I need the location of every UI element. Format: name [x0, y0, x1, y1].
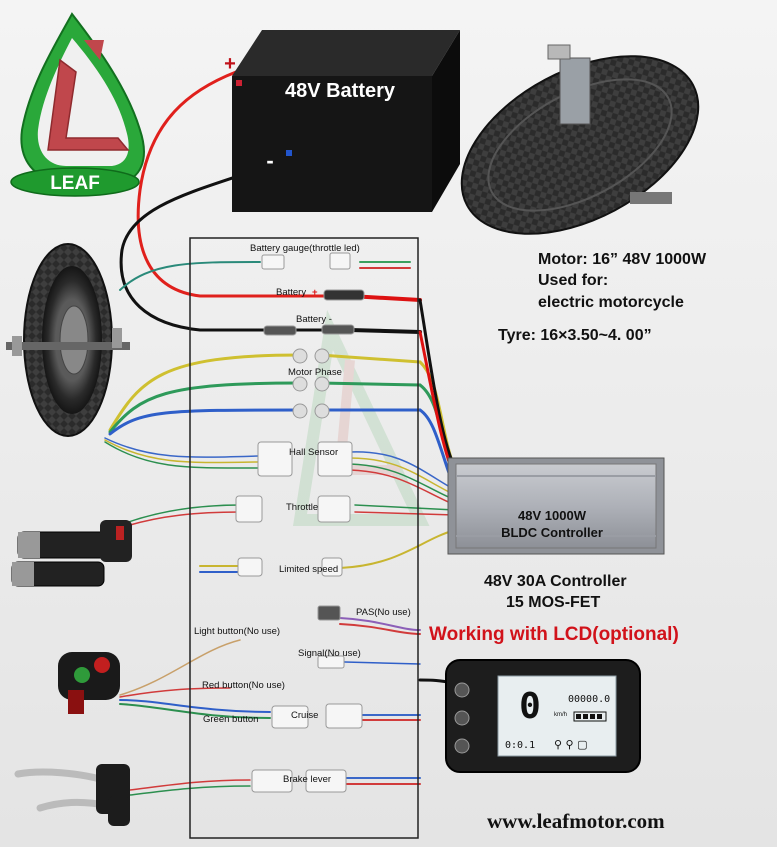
label-hall-sensor: Hall Sensor [289, 447, 338, 458]
hub-motor-wheel-small [6, 243, 130, 437]
lcd-trip: 0:0.1 [505, 740, 535, 751]
connectors [235, 252, 365, 793]
label-green-button: Green button [203, 714, 258, 725]
controller-box-line1: 48V 1000W [518, 508, 587, 523]
label-battery-plus: Battery [276, 287, 306, 298]
label-battery-gauge: Battery gauge(throttle led) [250, 243, 360, 254]
lcd-speed: 0 [519, 686, 541, 727]
handlebar-switch [58, 652, 120, 714]
label-light-button: Light button(No use) [194, 626, 280, 637]
wires [104, 70, 458, 796]
bldc-controller: 48V 1000W BLDC Controller [447, 457, 665, 555]
lcd-battery-bar [573, 711, 607, 722]
connector-labels: Battery gauge(throttle led) Battery + Ba… [194, 243, 411, 785]
label-signal: Signal(No use) [298, 648, 361, 659]
brake-lever [14, 764, 130, 826]
motor-spec-line3: electric motorcycle [538, 294, 684, 311]
lcd-odometer: 00000.0 [568, 694, 610, 705]
battery: 48V Battery + - [224, 30, 460, 212]
motor-spec-line1: Motor: 16” 48V 1000W [538, 251, 707, 268]
battery-plus-sign: + [224, 53, 236, 75]
logo-text: LEAF [50, 173, 100, 194]
tyre-spec: Tyre: 16×3.50~4. 00” [498, 327, 652, 344]
controller-box-line2: BLDC Controller [501, 525, 603, 540]
label-battery-minus: Battery - [296, 314, 332, 325]
battery-label: 48V Battery [285, 80, 396, 102]
label-brake-lever: Brake lever [283, 774, 331, 785]
label-battery-plus-sign: + [312, 287, 318, 298]
battery-minus-sign: - [266, 148, 273, 173]
controller-spec-line1: 48V 30A Controller [484, 573, 627, 590]
label-cruise: Cruise [291, 710, 318, 721]
controller-specs: 48V 30A Controller 15 MOS-FET [484, 573, 627, 611]
lcd-optional-note: Working with LCD(optional) [429, 624, 679, 645]
label-motor-phase: Motor Phase [288, 367, 342, 378]
label-throttle: Throttle [286, 502, 318, 513]
lcd-display: 0 km/h 00000.0 0:0.1 ⚲ ⚲ ▢ [445, 659, 641, 773]
controller-spec-line2: 15 MOS-FET [506, 594, 600, 611]
leaf-logo: LEAF [10, 12, 145, 197]
lcd-speed-unit: km/h [554, 712, 567, 718]
motor-specs: Motor: 16” 48V 1000W Used for: electric … [498, 251, 707, 344]
hub-motor-tyre-large [460, 44, 700, 235]
wiring-panel [189, 237, 419, 839]
label-limited-speed: Limited speed [279, 564, 338, 575]
website-url: www.leafmotor.com [487, 809, 665, 833]
lcd-assist-icons: ⚲ ⚲ ▢ [554, 738, 588, 751]
label-pas: PAS(No use) [356, 607, 411, 618]
motor-spec-line2: Used for: [538, 272, 608, 289]
label-red-button: Red button(No use) [202, 680, 285, 691]
throttle-grips [11, 520, 132, 587]
